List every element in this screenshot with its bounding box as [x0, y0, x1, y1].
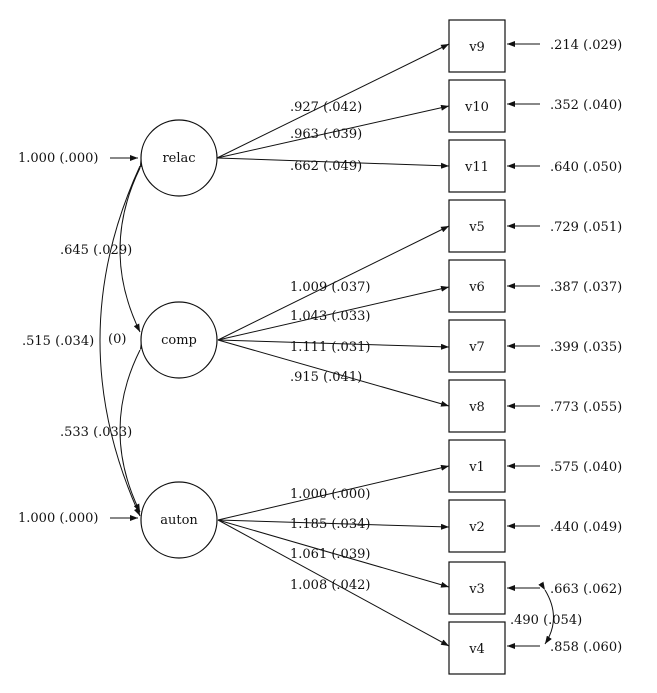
residual-label-v9: .214 (.029)	[550, 38, 622, 53]
residual-label-v8: .773 (.055)	[550, 400, 622, 415]
variance-label-relac: 1.000 (.000)	[18, 151, 98, 166]
arrow-comp-v5	[217, 225, 450, 341]
arrow-comp-v7	[217, 339, 450, 350]
indicator-label-v7: v7	[468, 340, 485, 355]
loading-label-v5: .662 (.049)	[290, 159, 362, 174]
indicator-v9: v9	[448, 19, 506, 73]
indicator-v8: v8	[448, 379, 506, 433]
latent-label-comp: comp	[161, 333, 197, 348]
variance-label-comp: (0)	[108, 332, 126, 347]
residual-label-v11: .640 (.050)	[550, 160, 622, 175]
indicator-label-v2: v2	[468, 520, 485, 535]
loading-label-v1: .915 (.041)	[290, 370, 362, 385]
arrow-auton-v1	[217, 464, 450, 521]
residual-cov-label: .490 (.054)	[510, 613, 582, 628]
arrow-auton-v2	[217, 519, 450, 530]
indicator-v10: v10	[448, 79, 506, 133]
loading-label-v11: .963 (.039)	[290, 127, 362, 142]
indicator-v1: v1	[448, 439, 506, 493]
loading-label-v8: 1.111 (.031)	[290, 340, 370, 355]
loading-label-v4: 1.061 (.039)	[290, 547, 370, 562]
residual-label-v1: .575 (.040)	[550, 460, 622, 475]
arrow-auton-v4	[217, 519, 450, 647]
indicator-label-v1: v1	[468, 460, 485, 475]
indicator-label-v3: v3	[468, 582, 485, 597]
loading-label-v6: 1.009 (.037)	[290, 280, 370, 295]
indicator-v3: v3	[448, 561, 506, 615]
residual-label-v10: .352 (.040)	[550, 98, 622, 113]
loading-label-extra: 1.008 (.042)	[290, 578, 370, 593]
indicator-label-v11: v11	[464, 160, 489, 175]
latent-comp: comp	[140, 301, 218, 379]
cov-comp-auton	[119, 341, 147, 513]
indicator-v5: v5	[448, 199, 506, 253]
residual-label-v3: .663 (.062)	[550, 582, 622, 597]
residual-cov-v3-v4	[538, 581, 554, 645]
arrow-comp-v8	[217, 339, 450, 407]
indicator-label-v8: v8	[468, 400, 485, 415]
arrow-relac-v10	[216, 104, 450, 159]
cov-label-relac-comp: .645 (.029)	[60, 243, 132, 258]
loading-label-v3: 1.185 (.034)	[290, 517, 370, 532]
residual-label-v2: .440 (.049)	[550, 520, 622, 535]
arrow-auton-v3	[217, 519, 450, 588]
latent-relac: relac	[140, 119, 218, 197]
residual-label-v4: .858 (.060)	[550, 640, 622, 655]
arrow-comp-v6	[217, 285, 450, 341]
indicator-label-v6: v6	[468, 280, 485, 295]
indicator-v6: v6	[448, 259, 506, 313]
residual-label-v7: .399 (.035)	[550, 340, 622, 355]
loading-label-v10: .927 (.042)	[290, 100, 362, 115]
indicator-label-v9: v9	[468, 40, 485, 55]
latent-label-relac: relac	[162, 151, 195, 166]
indicator-v7: v7	[448, 319, 506, 373]
residual-label-v5: .729 (.051)	[550, 220, 622, 235]
latent-label-auton: auton	[160, 513, 198, 528]
indicator-label-v10: v10	[464, 100, 489, 115]
latent-auton: auton	[140, 481, 218, 559]
cov-label-relac-auton: .515 (.034)	[22, 334, 94, 349]
indicator-v2: v2	[448, 499, 506, 553]
loading-label-v7: 1.043 (.033)	[290, 309, 370, 324]
indicator-v4: v4	[448, 621, 506, 675]
indicator-label-v4: v4	[468, 642, 485, 657]
indicator-v11: v11	[448, 139, 506, 193]
loading-label-v2: 1.000 (.000)	[290, 487, 370, 502]
residual-label-v6: .387 (.037)	[550, 280, 622, 295]
cov-relac-auton	[99, 157, 147, 517]
arrow-relac-v9	[216, 43, 450, 159]
indicator-label-v5: v5	[468, 220, 485, 235]
variance-label-auton: 1.000 (.000)	[18, 511, 98, 526]
cov-relac-comp	[119, 159, 147, 333]
arrow-relac-v11	[216, 157, 450, 169]
cov-label-comp-auton: .533 (.033)	[60, 425, 132, 440]
